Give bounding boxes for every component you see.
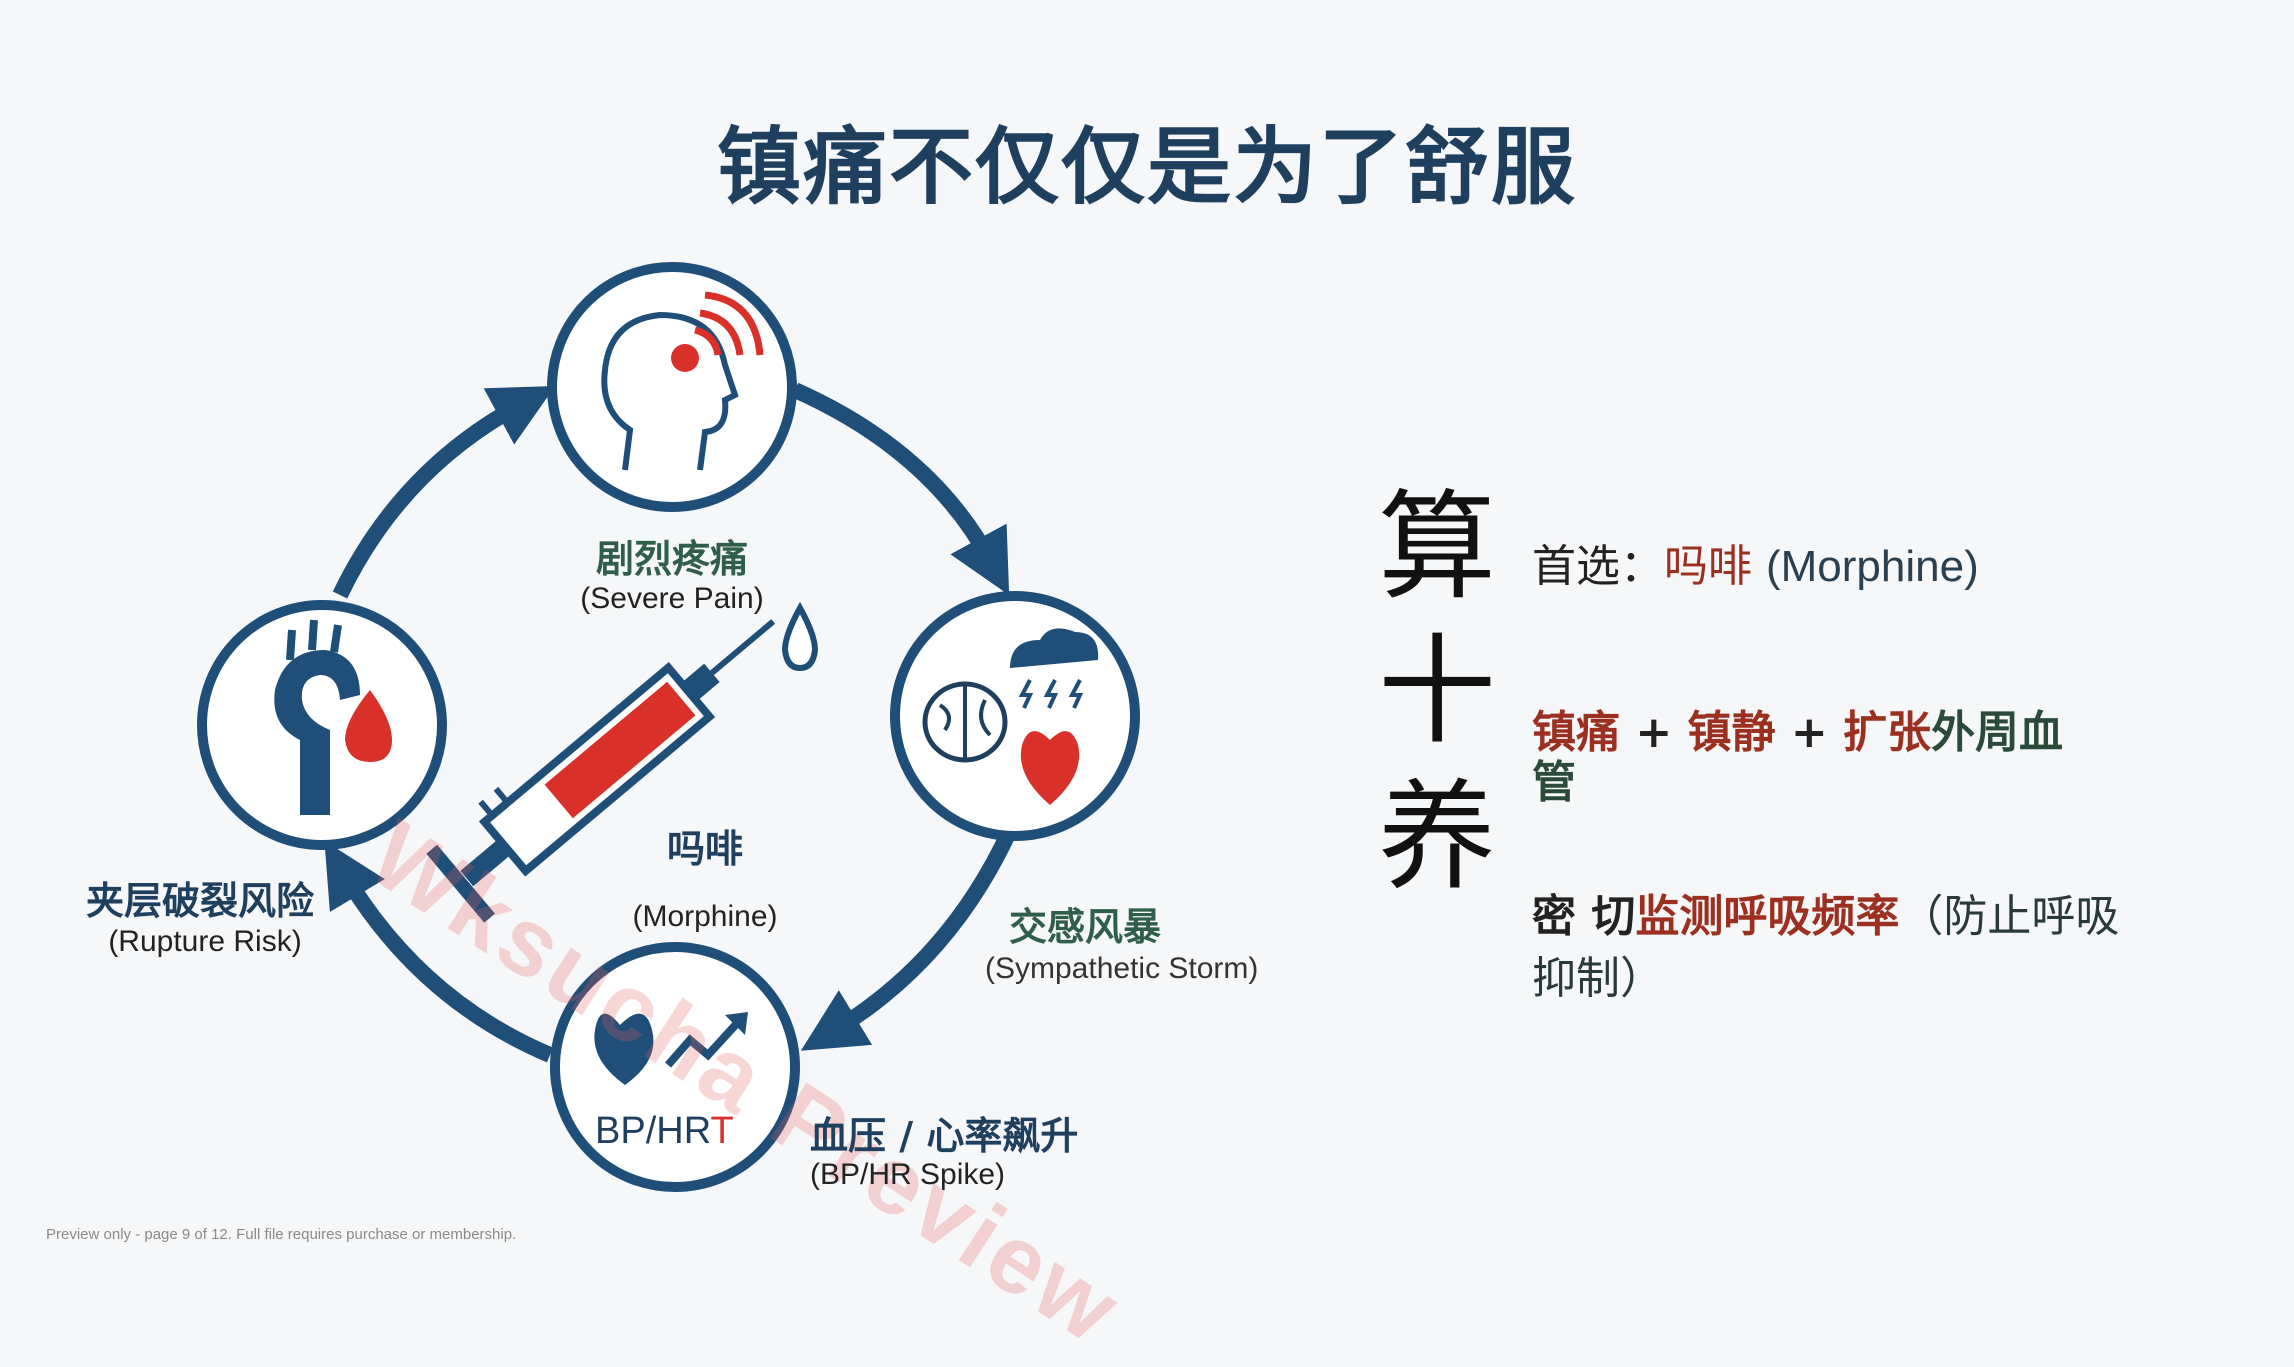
effects-line-wrap: 管	[1532, 757, 1576, 808]
label-bp-hr-spike-en: (BP/HR Spike)	[810, 1158, 1006, 1191]
effect-sedation: 镇静	[1687, 707, 1776, 758]
label-sympathetic-storm-en: (Sympathetic Storm)	[985, 952, 1259, 985]
head-pain-icon	[547, 262, 797, 512]
plus-1: +	[1635, 707, 1673, 758]
monitor-respiration: 监测呼吸频率	[1635, 891, 1900, 942]
label-sympathetic-storm-cn: 交感风暴	[1008, 905, 1161, 949]
label-morphine-cn: 吗啡	[666, 827, 743, 871]
first-choice-line: 首选：吗啡 (Morphine)	[1532, 530, 1979, 594]
page-title: 镇痛不仅仅是为了舒服	[716, 118, 1577, 216]
plus-2: +	[1790, 707, 1828, 758]
label-severe-pain-cn: 剧烈疼痛	[595, 537, 748, 581]
aorta-rupture-icon	[197, 600, 447, 850]
drop-icon	[781, 601, 819, 672]
syringe-icon	[426, 619, 776, 923]
arrow-pain-to-storm	[791, 382, 1010, 596]
monitor-line: 密 切监测呼吸频率（防止呼吸	[1532, 880, 2119, 944]
side-char-2: 十	[1378, 622, 1497, 760]
side-char-3: 养	[1378, 768, 1497, 906]
label-morphine-en: (Morphine)	[632, 900, 778, 933]
label-rupture-risk-en: (Rupture Risk)	[108, 925, 302, 958]
label-severe-pain-en: (Severe Pain)	[580, 582, 764, 615]
monitor-note: （防止呼吸	[1899, 891, 2120, 942]
label-rupture-risk-cn: 夹层破裂风险	[85, 879, 314, 923]
label-bp-hr-spike-cn: 血压 / 心率飙升	[810, 1114, 1079, 1158]
arrow-rupture-to-pain	[332, 385, 556, 599]
bp-hr-badge: BP/HRT	[595, 1110, 734, 1153]
side-char-1: 算	[1378, 478, 1497, 616]
monitor-line-wrap: 抑制）	[1532, 953, 1664, 1004]
effect-peripheral: 外周血	[1931, 707, 2064, 758]
effect-dilate: 扩张	[1843, 707, 1932, 758]
arrow-storm-to-spike	[800, 826, 1018, 1051]
bp-hr-badge-main: BP/HR	[595, 1110, 711, 1152]
effects-line: 镇痛 + 镇静 + 扩张外周血	[1532, 696, 2063, 760]
heart-trend-icon	[550, 942, 800, 1192]
effect-analgesia: 镇痛	[1532, 707, 1620, 758]
bp-hr-badge-tail: T	[710, 1110, 734, 1152]
first-choice-drug: 吗啡	[1664, 541, 1752, 592]
brain-storm-heart-icon	[890, 591, 1140, 841]
preview-footer: Preview only - page 9 of 12. Full file r…	[46, 1226, 517, 1243]
first-choice-prefix: 首选：	[1532, 541, 1664, 592]
arrow-spike-to-rupture	[324, 840, 554, 1063]
monitor-lead: 密 切	[1532, 891, 1636, 942]
first-choice-en: (Morphine)	[1766, 542, 1979, 591]
pain-cycle-diagram	[197, 262, 1140, 1192]
